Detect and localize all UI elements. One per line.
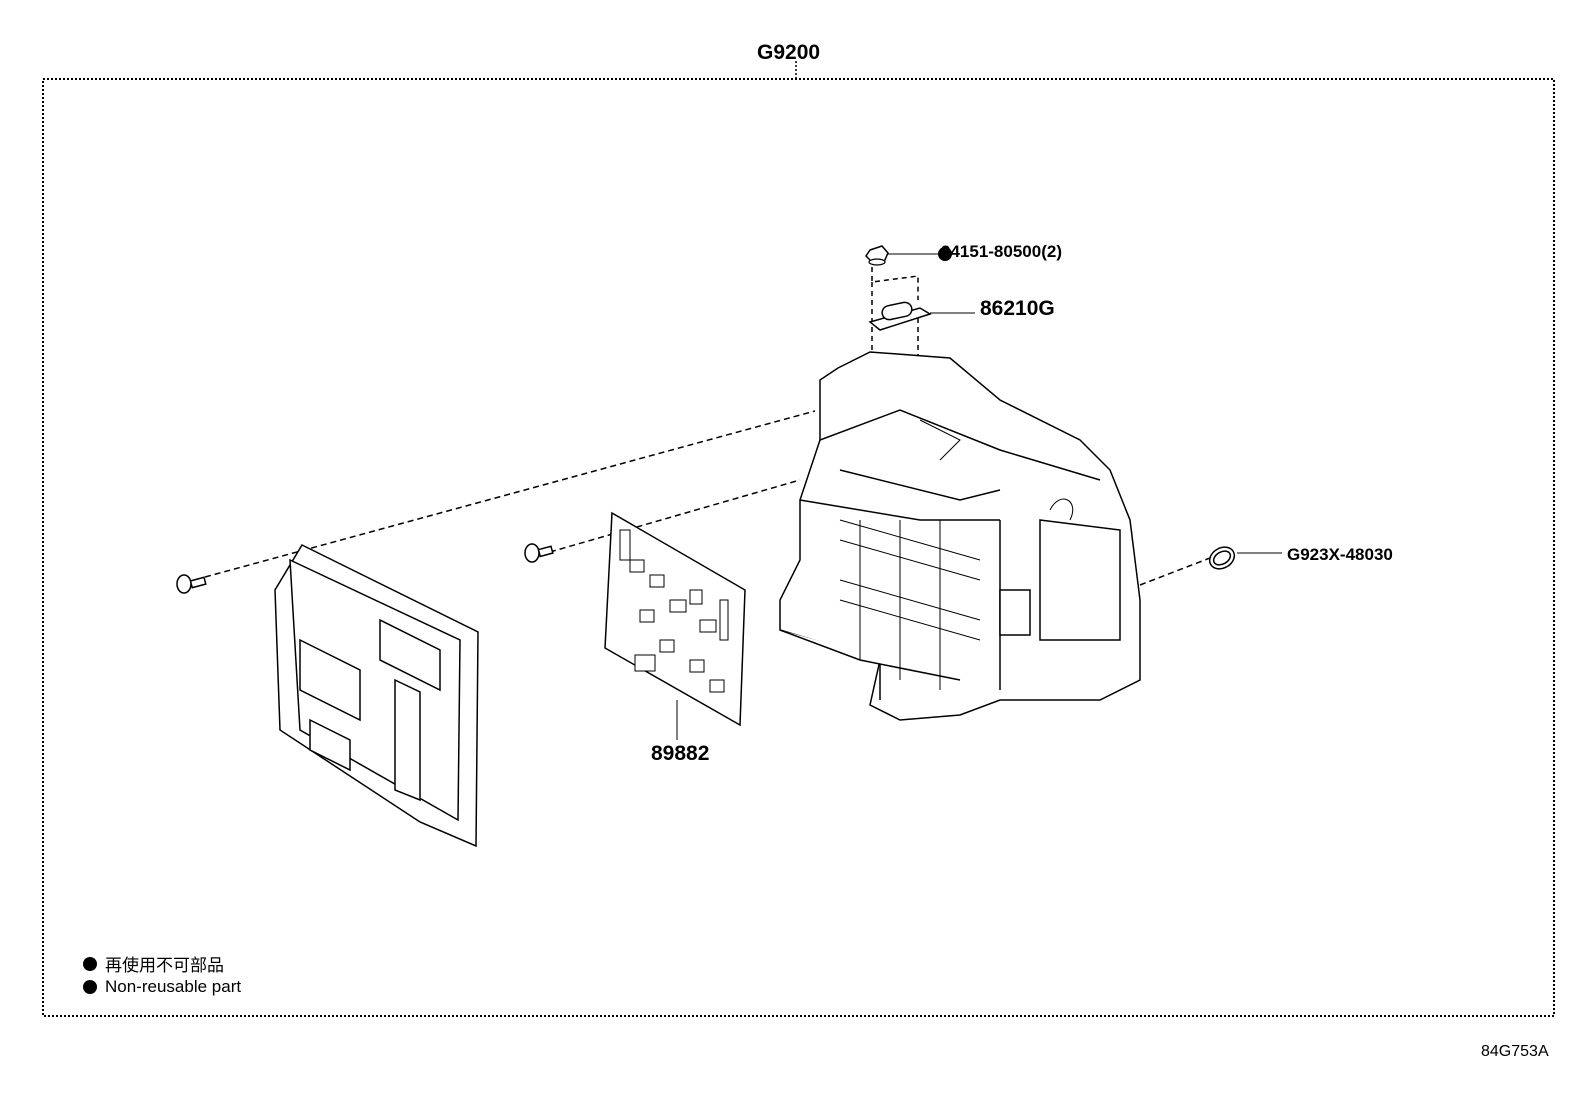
inverter-assembly (779, 351, 1141, 721)
legend-japanese: 再使用不可部品 (83, 951, 224, 976)
cover-bolt (176, 574, 207, 594)
clamp-part-number: G923X-48030 (1287, 545, 1393, 564)
board-part-number: 89882 (651, 742, 710, 765)
non-reusable-dot-icon (83, 980, 97, 994)
nut-part (865, 245, 952, 266)
figure-code: 84G753A (1481, 1043, 1549, 1060)
nut-part-number: 94151-80500(2) (941, 242, 1062, 261)
legend-japanese-text: 再使用不可部品 (105, 956, 224, 976)
non-reusable-dot (938, 247, 952, 261)
legend-english: Non-reusable part (83, 977, 241, 997)
inverter-details (839, 419, 1074, 690)
clamp-part (1208, 546, 1236, 570)
relay-part-number: 86210G (980, 297, 1055, 320)
board-bolt (524, 543, 554, 563)
non-reusable-dot-icon (83, 956, 97, 971)
assembly-part-number: G9200 (757, 41, 821, 64)
board-components (619, 529, 729, 693)
relay-part (868, 301, 975, 331)
legend-english-text: Non-reusable part (105, 977, 242, 996)
cover-plate (274, 544, 479, 848)
